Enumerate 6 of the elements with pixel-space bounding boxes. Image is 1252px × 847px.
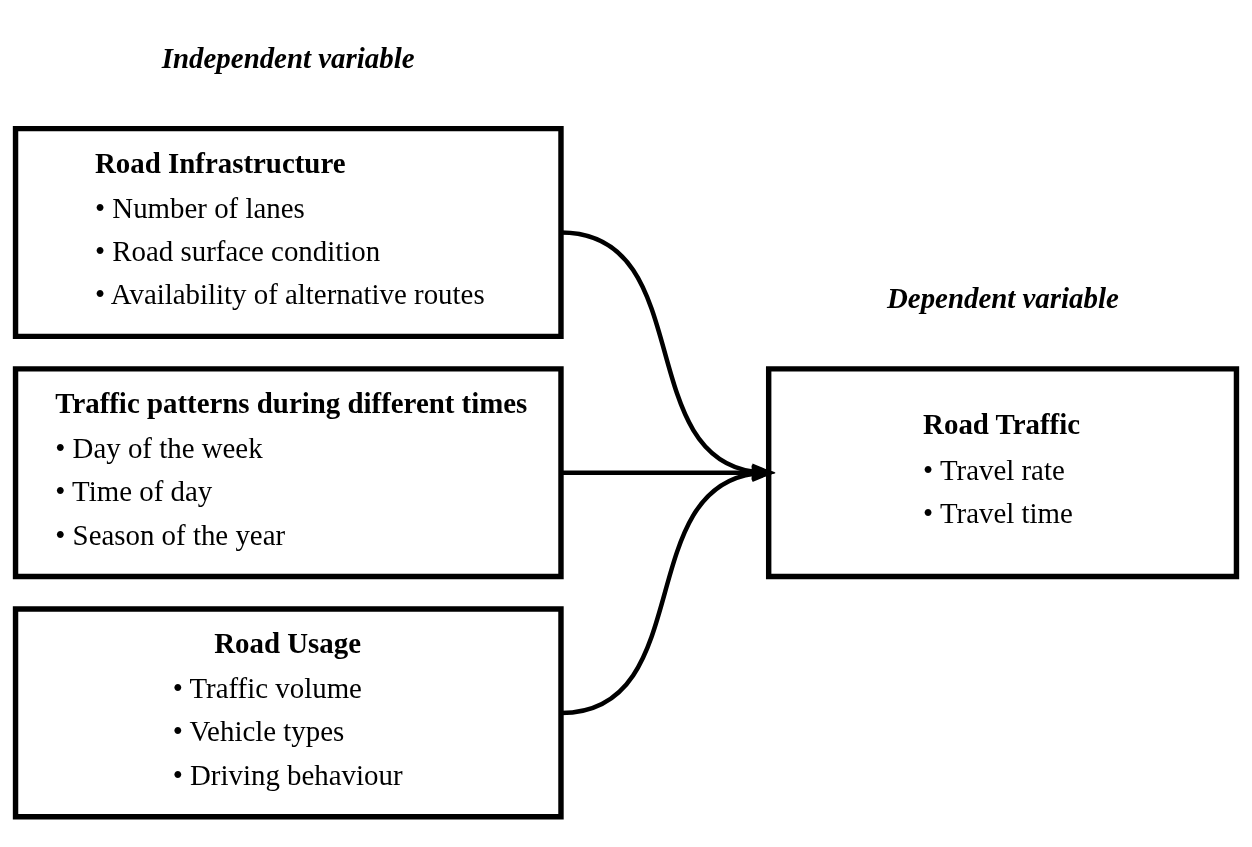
node-box: Road Usage • Traffic volume • Vehicle types • Driving behaviour: [12, 606, 564, 820]
node-box: Road Traffic • Travel rate • Travel time: [765, 366, 1240, 580]
node-box: Traffic patterns during different times • Day of the week • Time of day • Season of the year: [12, 366, 564, 580]
label: Dependent variable: [886, 282, 1119, 314]
label: Independent variable: [161, 41, 415, 74]
node-box: Road Infrastructure • Number of lanes • Road surface condition • Availability of alternative routes: [12, 125, 564, 340]
